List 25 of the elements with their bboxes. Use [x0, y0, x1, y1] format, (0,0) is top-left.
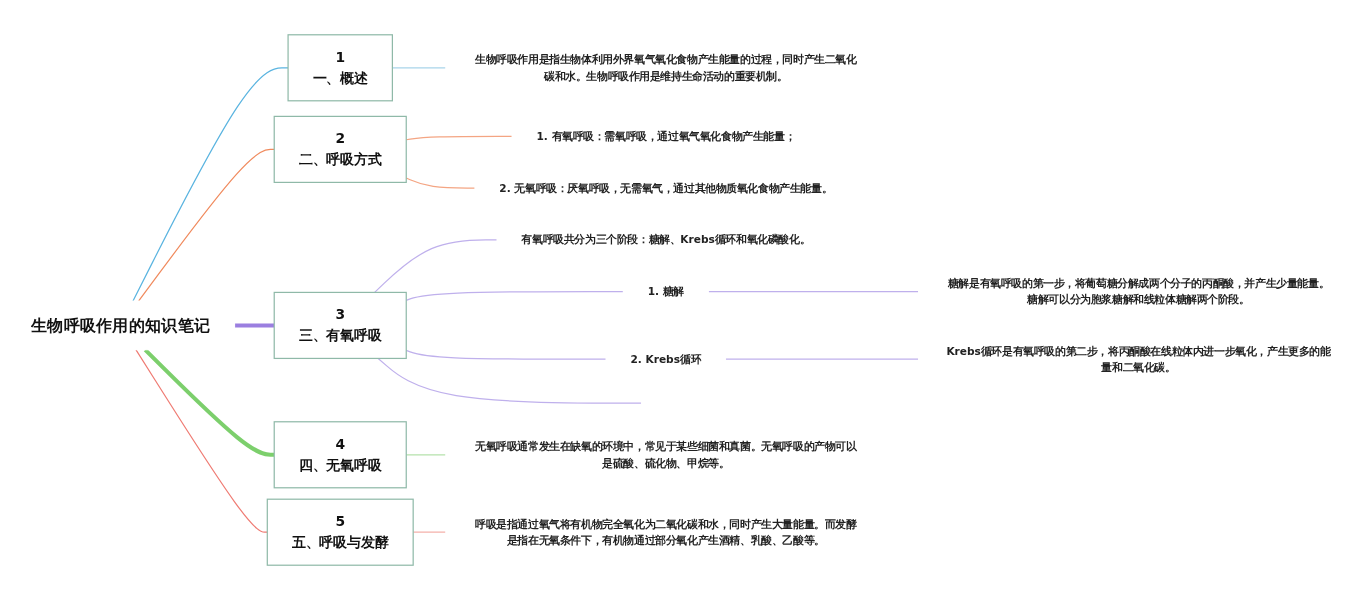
connector: [725, 358, 920, 360]
connector: [377, 357, 642, 404]
node-box: 2 二、呼吸方式: [273, 115, 407, 183]
connector: [143, 348, 275, 457]
node-box: 3 三、有氧呼吸: [273, 291, 407, 360]
connector: [135, 349, 268, 533]
node-text: 无氧呼吸通常发生在缺氧的环境中，常见于某些细菌和真菌。无氧呼吸的产物可以是硫酸、硫化物、甲烷等。: [475, 440, 857, 469]
node-text: 有氧呼吸共分为三个阶段：糖解、Krebs循环和氧化磷酸化。: [521, 233, 811, 246]
node-box: 4 四、无氧呼吸: [273, 421, 407, 489]
node-text: Krebs循环是有氧呼吸的第二步，将丙酮酸在线粒体内进一步氧化，产生更多的能量和二氧化碳。: [946, 344, 1331, 374]
node-box: 1 一、概述: [287, 34, 393, 102]
node-text: 2. 无氧呼吸：厌氧呼吸，无需氧气，通过其他物质氧化食物产生能量。: [499, 181, 833, 195]
node-text: 糖解是有氧呼吸的第一步，将葡萄糖分解成两个分子的丙酮酸，并产生少量能量。糖解可以分为胞浆糖解和线粒体糖解两个阶段。: [947, 277, 1330, 306]
node-text: 1. 糖解: [647, 285, 684, 298]
node-text: 呼吸是指通过氧气将有机物完全氧化为二氧化碳和水，同时产生大量能量。而发酵是指在无氧条件下，有机物通过部分氧化产生酒精、乳酸、乙酸等。: [475, 517, 857, 547]
connector: [132, 67, 289, 302]
connector: [234, 323, 275, 328]
node-box: 5 五、呼吸与发酵: [266, 498, 414, 566]
connector: [138, 148, 275, 302]
connector: [374, 239, 498, 294]
connector: [707, 291, 920, 293]
node-text: 生物呼吸作用的知识笔记: [30, 315, 211, 336]
node-text: 生物呼吸作用是指生物体利用外界氧气氧化食物产生能量的过程，同时产生二氧化碳和水。生物呼吸作用是维持生命活动的重要机制。: [475, 53, 857, 82]
node-text: 2. Krebs循环: [630, 352, 702, 366]
node-text: 1. 有氧呼吸：需氧呼吸，通过氧气氧化食物产生能量；: [536, 130, 796, 143]
